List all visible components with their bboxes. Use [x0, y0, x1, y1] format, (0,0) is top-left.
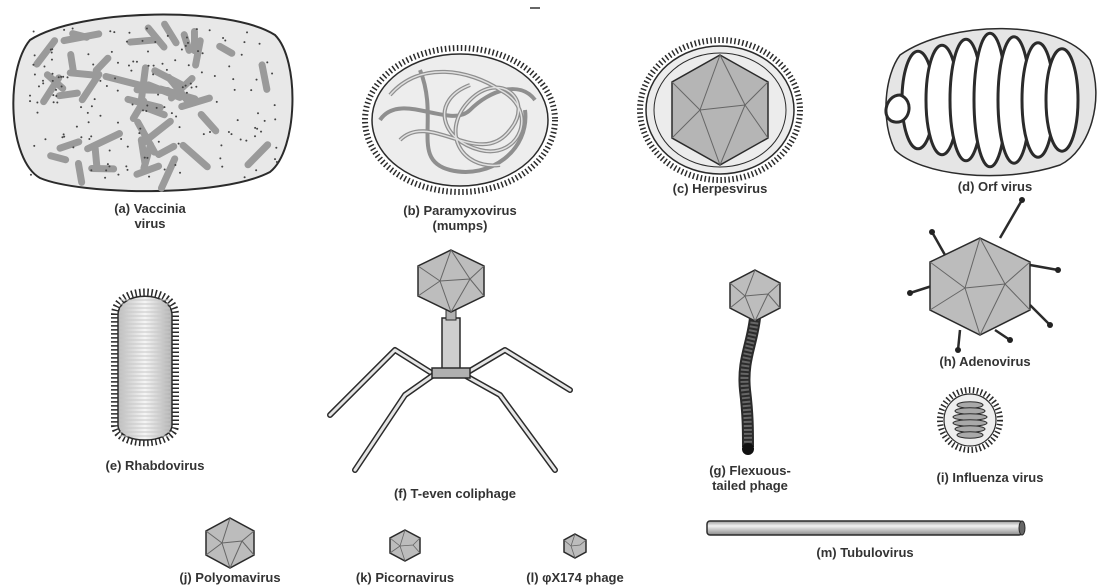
polyomavirus-illustration: [206, 518, 254, 568]
orf-virus-illustration: [886, 29, 1096, 176]
label-phix174-phage: (l) φX174 phage: [510, 570, 640, 585]
rhabdovirus-illustration: [115, 293, 175, 443]
flexuous-tailed-phage-illustration: [730, 270, 780, 455]
adenovirus-illustration: [907, 197, 1061, 353]
influenza-virus-illustration: [940, 390, 1000, 450]
label-tubulovirus: (m) Tubulovirus: [795, 545, 935, 560]
label-influenza-virus: (i) Influenza virus: [915, 470, 1065, 485]
label-herpesvirus: (c) Herpesvirus: [650, 181, 790, 196]
picornavirus-illustration: [390, 530, 420, 561]
label-adenovirus: (h) Adenovirus: [920, 354, 1050, 369]
label-rhabdovirus: (e) Rhabdovirus: [80, 458, 230, 473]
tubulovirus-illustration: [707, 521, 1025, 535]
phix174-phage-illustration: [564, 534, 586, 558]
label-vaccinia: (a) Vacciniavirus: [90, 201, 210, 231]
paramyxovirus-illustration: [365, 48, 555, 192]
vaccinia-virus-illustration: [13, 15, 292, 192]
label-paramyxovirus: (b) Paramyxovirus(mumps): [370, 203, 550, 233]
label-t-even-coliphage: (f) T-even coliphage: [370, 486, 540, 501]
label-orf-virus: (d) Orf virus: [925, 179, 1065, 194]
herpesvirus-illustration: [640, 40, 800, 180]
label-flexuous-tailed-phage: (g) Flexuous-tailed phage: [690, 463, 810, 493]
t-even-coliphage-illustration: [330, 250, 570, 470]
label-picornavirus: (k) Picornavirus: [340, 570, 470, 585]
label-polyomavirus: (j) Polyomavirus: [165, 570, 295, 585]
